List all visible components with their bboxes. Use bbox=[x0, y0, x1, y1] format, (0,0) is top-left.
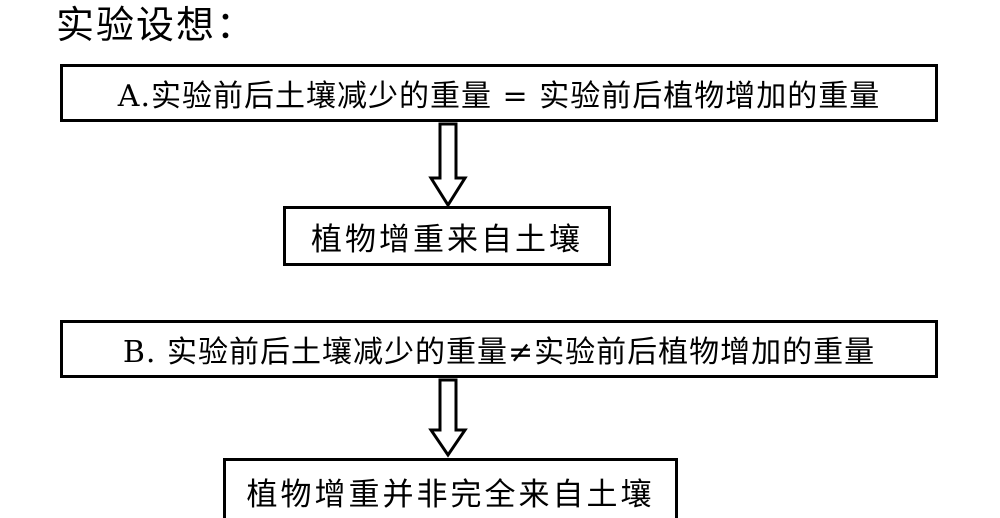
conclusion-a-text: 植物增重来自土壤 bbox=[311, 221, 583, 258]
conclusion-a-box: 植物增重来自土壤 bbox=[283, 206, 611, 266]
hollow-down-arrow-icon bbox=[428, 122, 468, 208]
hypothesis-b-box: B. 实验前后土壤减少的重量≠实验前后植物增加的重量 bbox=[60, 320, 938, 378]
arrow-a-shape bbox=[428, 122, 468, 208]
conclusion-b-text: 植物增重并非完全来自土壤 bbox=[246, 477, 655, 513]
hollow-down-arrow-icon bbox=[428, 378, 468, 458]
arrow-b-shape bbox=[428, 378, 468, 458]
diagram-title: 实验设想： bbox=[56, 3, 257, 47]
hypothesis-a-box: A.实验前后土壤减少的重量 = 实验前后植物增加的重量 bbox=[60, 64, 938, 122]
hypothesis-b-statement: B. 实验前后土壤减少的重量≠实验前后植物增加的重量 bbox=[122, 335, 876, 370]
conclusion-b-box: 植物增重并非完全来自土壤 bbox=[223, 458, 678, 518]
hypothesis-a-statement: A.实验前后土壤减少的重量 = 实验前后植物增加的重量 bbox=[117, 79, 881, 114]
